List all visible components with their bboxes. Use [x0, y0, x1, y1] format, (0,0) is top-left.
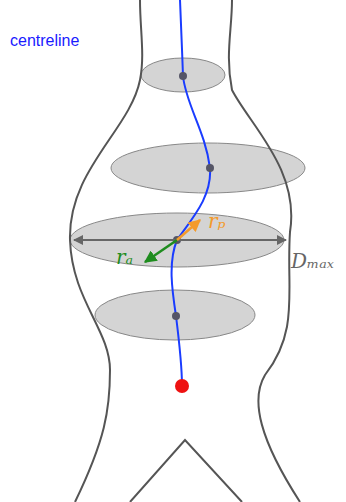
rp-arrow [177, 220, 200, 240]
ra-arrow [145, 240, 177, 262]
dmax-arrow [74, 239, 286, 241]
centreline-label: centreline [10, 32, 79, 50]
radius-label: rₚ [208, 210, 226, 232]
centreline-curve [172, 0, 211, 386]
vessel-wall [70, 0, 300, 502]
cross-sections [70, 58, 305, 340]
diameter-label: Dₘₐₓ [291, 250, 334, 272]
centre-dots [172, 72, 214, 320]
start-point [175, 379, 189, 393]
radius-label: rₐ [116, 246, 133, 268]
